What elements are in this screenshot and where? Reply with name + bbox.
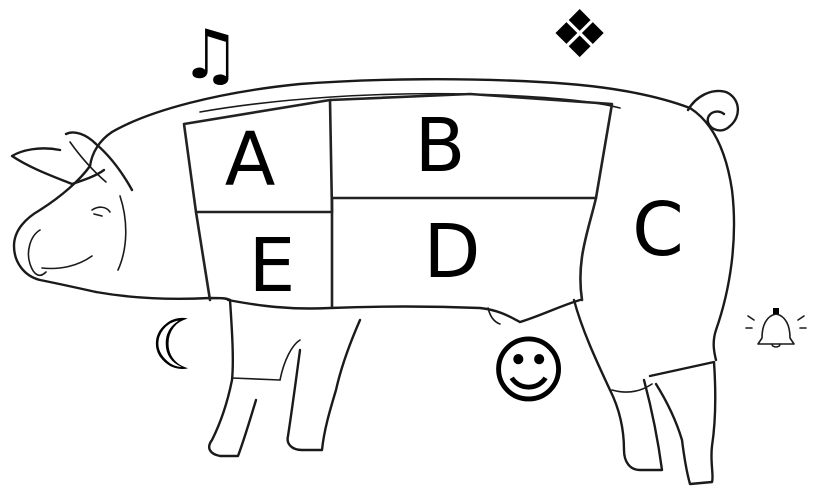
music-note-icon: ♫ [180,22,241,90]
bell-icon [746,308,806,347]
region-label-d: D [424,209,481,295]
pig-legs [209,300,715,484]
crescent-moon-icon: ☾ [150,310,213,380]
region-label-e: E [249,223,296,309]
region-label-a: A [225,117,276,203]
region-labels: A B C D E [225,103,684,309]
region-label-b: B [415,103,466,189]
pig-outline [12,79,738,360]
four-diamonds-icon: ❖ [550,2,609,68]
region-label-c: C [632,187,684,273]
smiley-face-icon: ☺ [490,334,567,408]
